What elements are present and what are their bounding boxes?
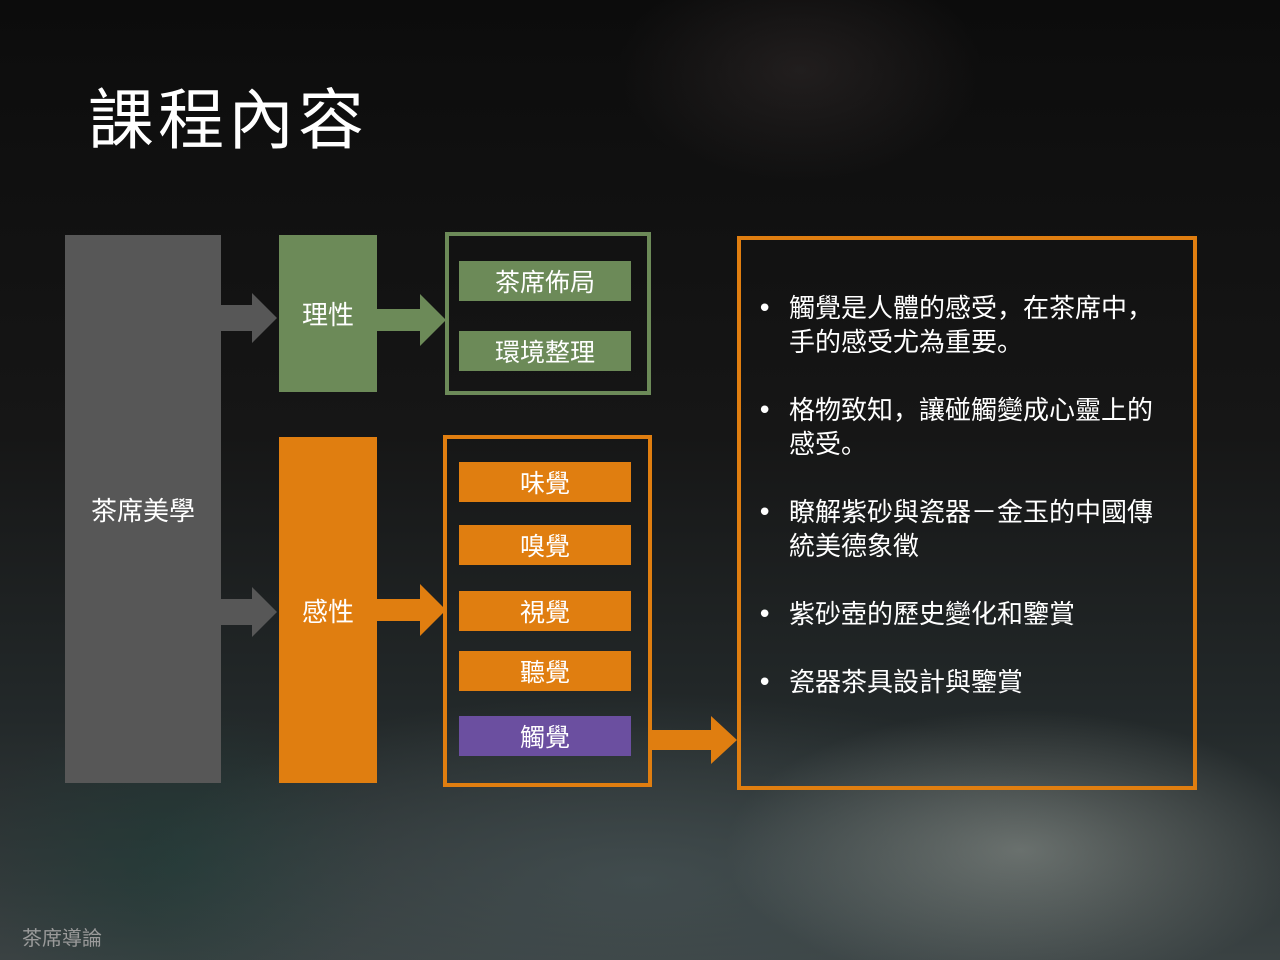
rational-items-frame	[445, 232, 651, 395]
sense-item-smell: 嗅覺	[459, 525, 631, 565]
rational-item-environment: 環境整理	[459, 331, 631, 371]
detail-item: • 觸覺是人體的感受，在茶席中，手的感受尤為重要。	[757, 292, 1177, 360]
sense-item-touch: 觸覺	[459, 716, 631, 756]
root-node-tea-aesthetics: 茶席美學	[65, 235, 221, 783]
branch-node-rational: 理性	[279, 235, 377, 392]
sense-item-hearing: 聽覺	[459, 651, 631, 691]
bullet-glyph: •	[757, 600, 773, 630]
detail-item-text: 瞭解紫砂與瓷器－金玉的中國傳統美德象徵	[789, 498, 1154, 562]
bullet-glyph: •	[757, 668, 773, 698]
sense-item-touch-label: 觸覺	[519, 723, 570, 752]
rational-item-layout: 茶席佈局	[459, 261, 631, 301]
footer-course-name: 茶席導論	[22, 926, 102, 950]
slide-title: 課程內容	[88, 82, 368, 159]
arrow-touch-to-details	[652, 716, 737, 764]
detail-item: • 瞭解紫砂與瓷器－金玉的中國傳統美德象徵	[757, 496, 1177, 564]
arrow-rational-to-items	[377, 294, 446, 346]
arrow-root-to-emotional	[221, 587, 277, 637]
rational-item-environment-label: 環境整理	[494, 338, 595, 367]
branch-node-rational-label: 理性	[301, 301, 354, 331]
branch-node-emotional-label: 感性	[301, 597, 354, 628]
sense-item-taste: 味覺	[459, 462, 631, 502]
arrow-root-to-rational	[221, 293, 277, 343]
bullet-glyph: •	[757, 294, 773, 324]
bullet-glyph: •	[757, 396, 773, 426]
branch-node-emotional: 感性	[279, 437, 377, 783]
bullet-glyph: •	[757, 498, 773, 528]
sense-item-smell-label: 嗅覺	[519, 532, 570, 561]
detail-item-text: 觸覺是人體的感受，在茶席中，手的感受尤為重要。	[789, 294, 1154, 358]
sense-item-sight: 視覺	[459, 591, 631, 631]
detail-item: • 瓷器茶具設計與鑒賞	[757, 666, 1177, 700]
detail-item-text: 格物致知，讓碰觸變成心靈上的感受。	[789, 396, 1154, 460]
sense-item-taste-label: 味覺	[519, 469, 570, 498]
detail-item-text: 瓷器茶具設計與鑒賞	[789, 668, 1024, 698]
touch-details-list: • 觸覺是人體的感受，在茶席中，手的感受尤為重要。 • 格物致知，讓碰觸變成心靈…	[757, 292, 1177, 734]
sense-item-sight-label: 視覺	[519, 598, 570, 627]
rational-item-layout-label: 茶席佈局	[494, 268, 595, 297]
touch-details-frame	[737, 236, 1197, 790]
root-node-label: 茶席美學	[90, 496, 195, 527]
detail-item-text: 紫砂壺的歷史變化和鑒賞	[789, 600, 1076, 630]
arrow-emotional-to-items	[377, 584, 446, 636]
sense-item-hearing-label: 聽覺	[519, 658, 570, 687]
detail-item: • 格物致知，讓碰觸變成心靈上的感受。	[757, 394, 1177, 462]
detail-item: • 紫砂壺的歷史變化和鑒賞	[757, 598, 1177, 632]
